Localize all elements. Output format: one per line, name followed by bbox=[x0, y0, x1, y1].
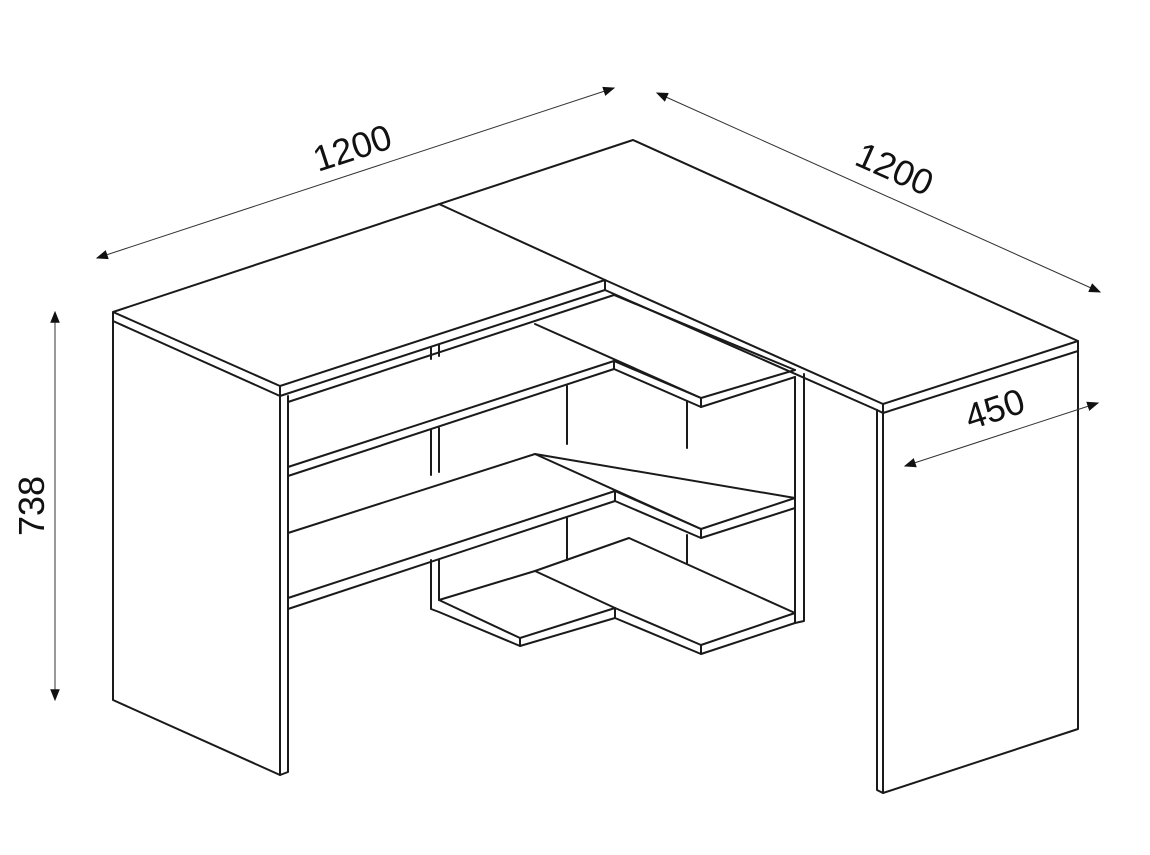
dimension-right-width: 1200 bbox=[655, 92, 1102, 293]
right-leg bbox=[876, 350, 1079, 794]
desk-top bbox=[112, 139, 1079, 414]
dimension-label-height: 738 bbox=[11, 476, 52, 536]
shelving-unit bbox=[287, 294, 805, 655]
left-leg bbox=[112, 320, 289, 776]
dimension-depth: 450 bbox=[903, 380, 1100, 468]
dimension-label-right-width: 1200 bbox=[850, 134, 940, 204]
dimension-label-left-width: 1200 bbox=[308, 116, 397, 180]
dimension-height: 738 bbox=[11, 310, 60, 702]
